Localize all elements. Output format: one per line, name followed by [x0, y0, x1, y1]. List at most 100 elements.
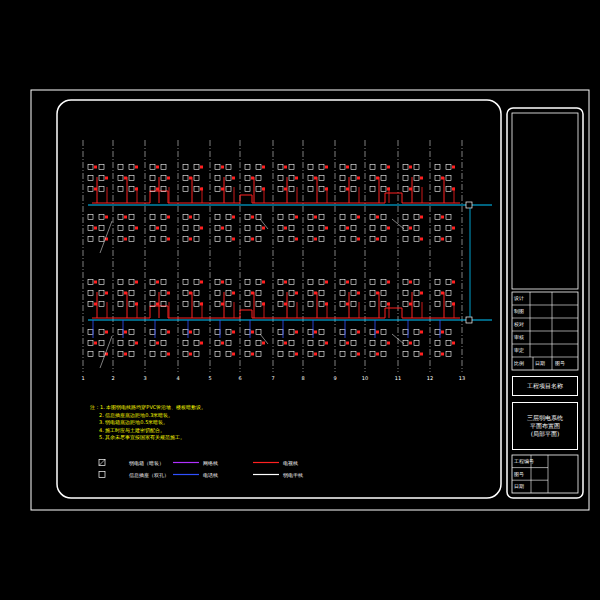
- axis-line: [113, 140, 114, 372]
- title-text: 平面布置图: [530, 422, 560, 430]
- plan-drawing: [83, 140, 492, 372]
- outlet-symbol: [370, 291, 375, 296]
- leader-line: [392, 219, 404, 229]
- outlet-symbol: [370, 226, 375, 231]
- outlet-symbol: [118, 165, 123, 170]
- outlet-marker: [387, 342, 390, 345]
- outlet-marker: [156, 166, 159, 169]
- branch-line: [444, 292, 445, 318]
- outlet-symbol: [99, 165, 104, 170]
- branch-line: [379, 177, 380, 203]
- outlet-symbol: [150, 341, 155, 346]
- outlet-symbol: [308, 176, 313, 181]
- outlet-marker: [200, 227, 203, 230]
- table-rule: [512, 318, 578, 319]
- branch-line: [389, 302, 390, 318]
- axis-number: 13: [459, 375, 465, 381]
- outlet-marker: [189, 353, 192, 356]
- riser-line: [470, 208, 471, 317]
- outlet-symbol: [215, 341, 220, 346]
- outlet-symbol: [278, 215, 283, 220]
- outlet-symbol: [150, 226, 155, 231]
- outlet-symbol: [370, 165, 375, 170]
- outlet-marker: [200, 303, 203, 306]
- outlet-symbol: [245, 291, 250, 296]
- outlet-symbol: [446, 237, 451, 242]
- branch-line: [254, 292, 255, 318]
- table-rule: [548, 455, 549, 493]
- table-label: 工程编号: [514, 458, 534, 464]
- outlet-marker: [325, 281, 328, 284]
- outlet-symbol: [245, 302, 250, 307]
- outlet-symbol: [118, 341, 123, 346]
- outlet-marker: [262, 188, 265, 191]
- branch-line: [389, 187, 390, 203]
- outlet-symbol: [308, 165, 313, 170]
- branch-line: [287, 177, 288, 203]
- title-text: 三层弱电系统: [527, 414, 563, 422]
- outlet-symbol: [99, 215, 104, 220]
- outlet-symbol: [351, 187, 356, 192]
- outlet-symbol: [226, 352, 231, 357]
- axis-line: [335, 140, 336, 372]
- outlet-symbol: [215, 165, 220, 170]
- axis-line: [83, 140, 84, 372]
- outlet-marker: [452, 227, 455, 230]
- outlet-symbol: [88, 330, 93, 335]
- outlet-symbol: [289, 187, 294, 192]
- outlet-symbol: [403, 165, 408, 170]
- outlet-symbol: [88, 291, 93, 296]
- outlet-symbol: [118, 226, 123, 231]
- table-label: 审核: [514, 334, 524, 340]
- outlet-symbol: [289, 330, 294, 335]
- branch-line: [349, 292, 350, 318]
- note-text: 3. 弱电箱底边距地0.5米暗装。: [99, 419, 168, 425]
- outlet-symbol: [289, 341, 294, 346]
- outlet-marker: [232, 216, 235, 219]
- outlet-symbol: [88, 187, 93, 192]
- table-rule: [512, 467, 548, 468]
- branch-line: [317, 292, 318, 318]
- table-rule: [512, 344, 578, 345]
- outlet-symbol: [150, 176, 155, 181]
- outlet-marker: [452, 188, 455, 191]
- axis-number: 12: [427, 375, 433, 381]
- outlet-symbol: [256, 280, 261, 285]
- outlet-symbol: [161, 341, 166, 346]
- outlet-marker: [262, 303, 265, 306]
- outlet-marker: [135, 188, 138, 191]
- outlet-marker: [387, 281, 390, 284]
- branch-line: [202, 302, 203, 318]
- branch-line: [220, 320, 221, 338]
- legend-text: 弱电干线: [283, 472, 303, 478]
- outlet-marker: [325, 188, 328, 191]
- outlet-symbol: [351, 330, 356, 335]
- outlet-marker: [105, 331, 108, 334]
- branch-line: [327, 187, 328, 203]
- outlet-symbol: [88, 237, 93, 242]
- outlet-symbol: [446, 280, 451, 285]
- note-text: 5. 其余未尽事宜按国家有关规范施工。: [99, 434, 185, 440]
- branch-line: [345, 320, 346, 338]
- outlet-symbol: [319, 302, 324, 307]
- axis-line: [303, 140, 304, 372]
- outlet-marker: [232, 177, 235, 180]
- outlet-symbol: [226, 341, 231, 346]
- outlet-symbol: [118, 330, 123, 335]
- outlet-symbol: [150, 352, 155, 357]
- outlet-symbol: [319, 215, 324, 220]
- outlet-symbol: [161, 330, 166, 335]
- outlet-symbol: [194, 237, 199, 242]
- outlet-symbol: [319, 341, 324, 346]
- outlet-marker: [452, 303, 455, 306]
- outlet-symbol: [118, 237, 123, 242]
- outlet-marker: [376, 353, 379, 356]
- outlet-symbol: [351, 291, 356, 296]
- axis-number: 1: [81, 375, 84, 381]
- outlet-marker: [124, 331, 127, 334]
- outlet-marker: [420, 331, 423, 334]
- outlet-symbol: [370, 302, 375, 307]
- outlet-symbol: [340, 291, 345, 296]
- legend-sample: [98, 471, 126, 478]
- outlet-marker: [346, 166, 349, 169]
